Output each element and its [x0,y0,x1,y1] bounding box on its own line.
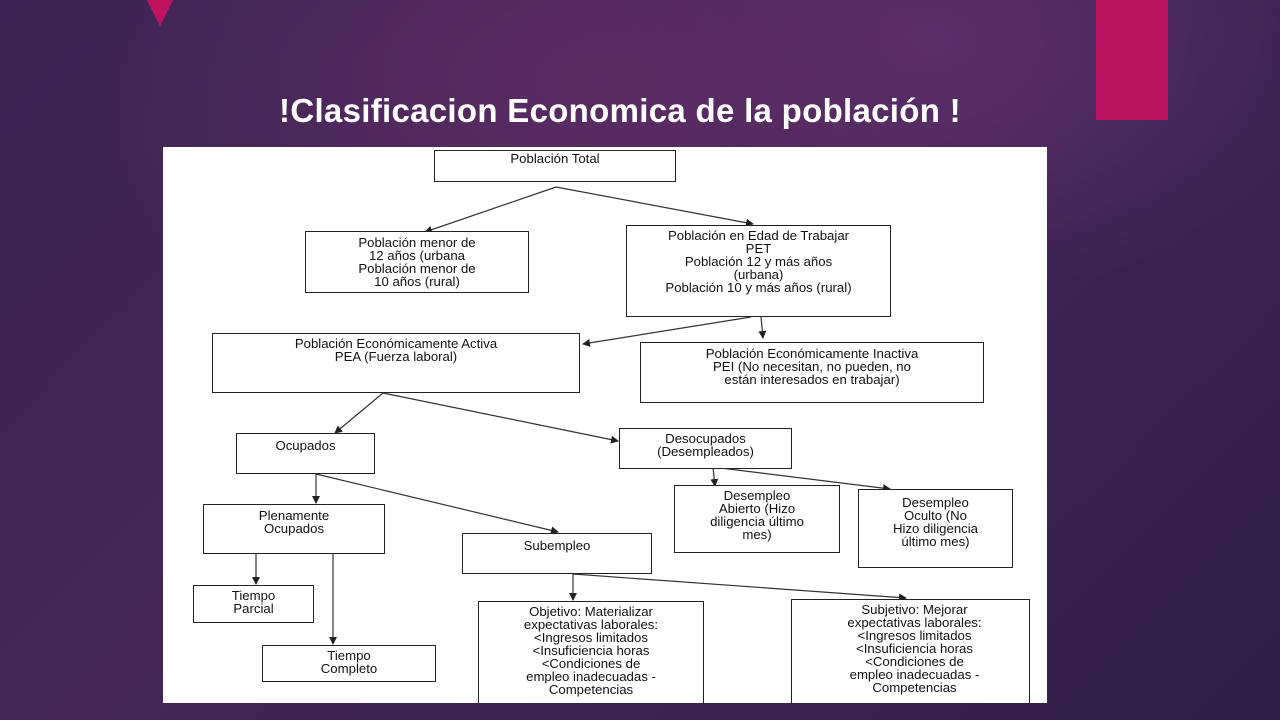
node-poblacion-menor: Población menor de 12 años (urbana Pobla… [305,231,529,293]
node-ocupados: Ocupados [236,433,375,474]
connector-desocupados-oculto [712,466,891,493]
connector-lines [252,186,907,645]
node-objetivo: Objetivo: Materializar expectativas labo… [478,601,704,703]
connector-pet-pei [758,316,767,339]
classification-diagram: Población Total Población menor de 12 añ… [163,147,1047,703]
node-desempleo-abierto: Desempleo Abierto (Hizo diligencia últim… [674,485,840,553]
node-pei: Población Económicamente Inactiva PEI (N… [640,342,984,403]
connector-pea-ocupados [334,392,384,434]
node-desempleo-oculto: Desempleo Oculto (No Hizo diligencia últ… [858,489,1013,568]
connector-ocupados-subempleo [315,473,559,535]
connector-pea-desocupados [382,392,619,444]
connector-total-pet [555,186,754,227]
connector-desocupados-abierto [710,466,719,487]
connector-total-menor [424,186,557,234]
connector-subempleo-subjetivo [572,573,907,602]
node-subempleo: Subempleo [462,533,652,574]
node-desocupados: Desocupados (Desempleados) [619,428,792,469]
node-pet: Población en Edad de Trabajar PET Poblac… [626,225,891,317]
node-poblacion-total: Población Total [434,150,676,182]
connector-pet-pea [582,316,752,347]
triangle-arrow-icon [147,0,173,26]
slide-title: !Clasificacion Economica de la población… [279,92,961,129]
node-tiempo-parcial: Tiempo Parcial [193,585,314,623]
accent-bar [1096,0,1168,120]
node-subjetivo: Subjetivo: Mejorar expectativas laborale… [791,599,1030,703]
node-pea: Población Económicamente Activa PEA (Fue… [212,333,580,393]
node-plenamente-ocupados: Plenamente Ocupados [203,504,385,554]
node-tiempo-completo: Tiempo Completo [262,645,436,682]
